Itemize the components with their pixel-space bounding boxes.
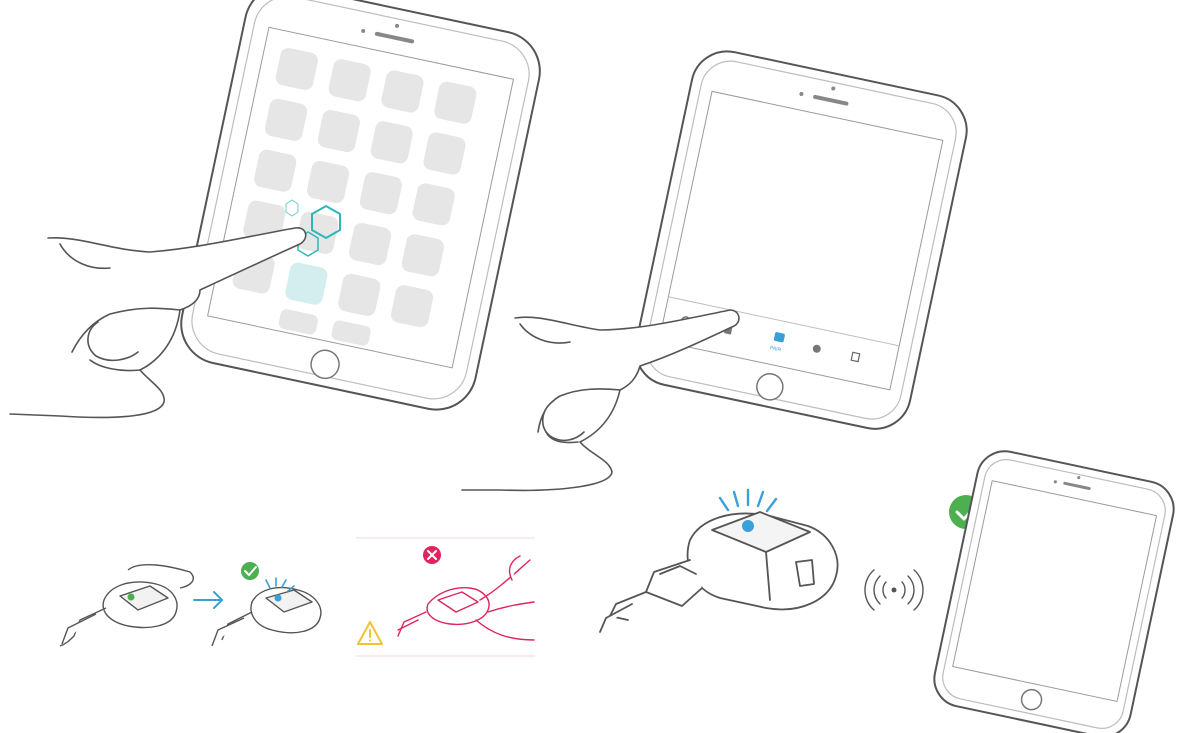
device-lit xyxy=(212,588,321,646)
device-press xyxy=(60,565,193,646)
hand-tap-tab xyxy=(462,310,739,490)
step-open-app xyxy=(10,0,547,417)
device-button-lit xyxy=(742,520,754,532)
incorrect-example xyxy=(356,538,535,656)
close-circle-icon xyxy=(423,546,441,564)
warning-triangle-icon xyxy=(358,622,382,644)
step-device-pairing xyxy=(600,446,1179,733)
wireless-signal-icon xyxy=(865,570,923,610)
device-squeezed xyxy=(398,556,534,640)
phone-paired xyxy=(929,446,1179,733)
phone-home xyxy=(174,0,547,417)
arrow-right-icon xyxy=(194,592,222,608)
light-rays-large xyxy=(720,490,776,511)
step-press-device-button xyxy=(60,538,535,656)
step-tap-tab: PAIR xyxy=(462,45,973,491)
checkmark-circle-icon xyxy=(241,562,259,580)
device-large xyxy=(600,512,838,632)
phone-tab-bar: PAIR xyxy=(629,45,974,436)
